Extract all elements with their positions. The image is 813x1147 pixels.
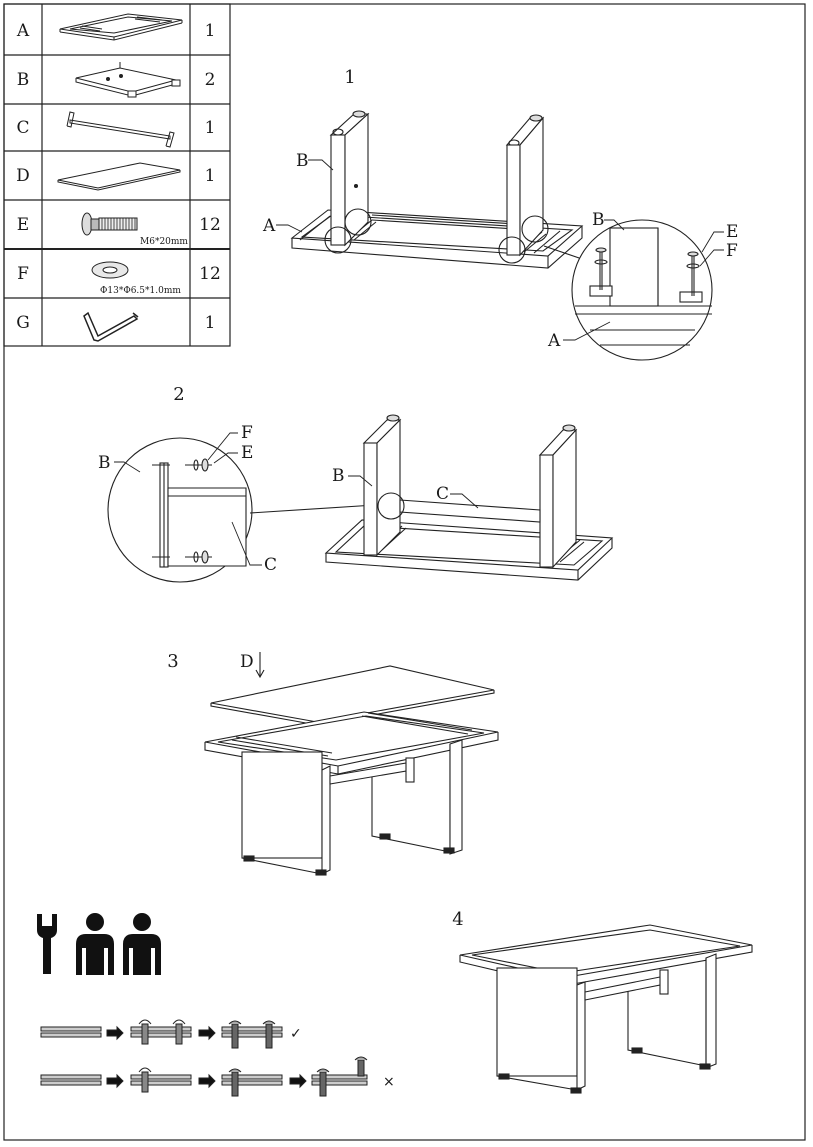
frame-icon <box>59 13 183 41</box>
part-letter-c: C <box>16 118 29 138</box>
step-2-zoom-label-e: E <box>241 443 253 463</box>
part-qty-a: 1 <box>205 21 216 41</box>
part-letter-b: B <box>17 70 30 90</box>
step-1-zoom-label-a: A <box>547 331 561 351</box>
step-3-label-d: D <box>240 652 254 672</box>
part-qty-b: 2 <box>205 70 216 90</box>
step-2-zoom-label-c: C <box>264 555 277 575</box>
part-qty-d: 1 <box>205 166 216 186</box>
step-2-assembly <box>324 414 614 581</box>
step-2-label-c: C <box>436 484 449 504</box>
person-icon <box>76 913 114 975</box>
part-letter-g: G <box>16 313 30 333</box>
bolt-spec: M6*20mm <box>140 237 188 247</box>
part-letter-d: D <box>16 166 30 186</box>
step-3-number: 3 <box>167 651 178 672</box>
step-3-assembly <box>204 652 499 876</box>
step-1-leaders <box>276 159 724 341</box>
step-1-label-a: A <box>262 216 276 236</box>
part-qty-g: 1 <box>205 313 216 333</box>
washer-spec: Φ13*Φ6.5*1.0mm <box>100 286 181 296</box>
step-2-zoom-label-f: F <box>241 423 253 443</box>
part-qty-e: 12 <box>199 215 221 235</box>
correct-mark: ✓ <box>290 1026 302 1042</box>
step-1-zoom-label-e: E <box>726 222 738 242</box>
step-2-label-b: B <box>332 466 345 486</box>
part-qty-f: 12 <box>199 264 221 284</box>
step-2-zoom <box>107 437 376 583</box>
glass-top-icon <box>57 162 181 191</box>
crossbar-icon <box>66 111 175 148</box>
step-1-zoom-label-f: F <box>726 241 738 261</box>
tightening-sequence-correct <box>40 1019 283 1049</box>
step-2-number: 2 <box>173 384 184 405</box>
bolt-icon <box>81 212 138 236</box>
wrong-mark: × <box>383 1074 395 1090</box>
person-icon <box>123 913 161 975</box>
tightening-sequence-wrong <box>40 1056 368 1097</box>
step-4-table <box>459 924 753 1094</box>
part-letter-e: E <box>17 215 29 235</box>
step-1-label-b: B <box>296 151 309 171</box>
wrench-icon <box>37 914 57 974</box>
step-4-number: 4 <box>452 909 463 930</box>
leg-panel-icon <box>75 62 181 98</box>
step-2-leaders <box>114 432 479 566</box>
part-letter-f: F <box>17 264 29 284</box>
part-letter-a: A <box>16 21 30 41</box>
step-1-zoom-label-b: B <box>592 210 605 230</box>
step-2-zoom-label-b: B <box>98 453 111 473</box>
step-1-number: 1 <box>344 67 355 88</box>
allen-key-icon <box>83 311 139 342</box>
part-qty-c: 1 <box>205 118 216 138</box>
parts-table <box>3 3 231 347</box>
step-1-assembly <box>290 110 713 361</box>
washer-icon <box>91 261 129 279</box>
